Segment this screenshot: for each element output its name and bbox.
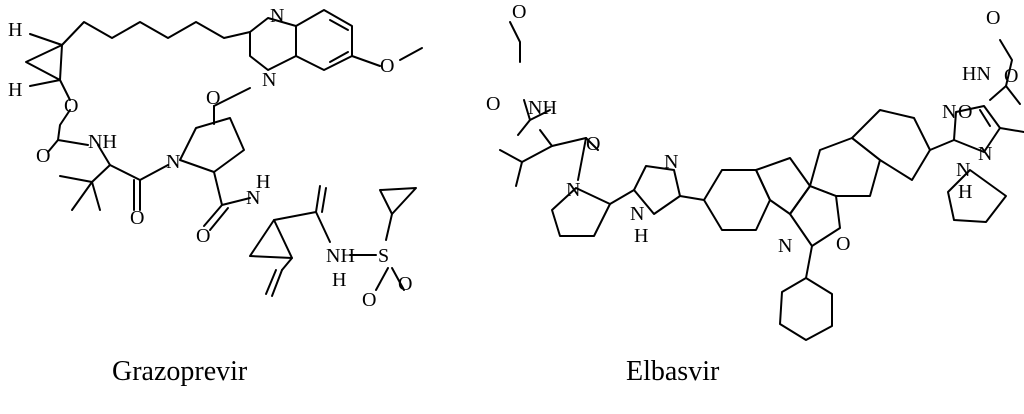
atom-n-pyrrolidine-r1: N [566,179,580,201]
atom-n-imidazole-r4: N [956,159,970,181]
atom-o-carbonyl: O [36,145,50,167]
atom-nh-r1: NH [528,97,557,119]
atom-n-imidazole-r3: N [942,101,956,123]
imidazole-ring-a [633,165,681,215]
caption-grazoprevir: Grazoprevir [112,356,248,387]
atom-o-carbamate-r1: O [486,93,500,115]
atom-nh-carbamate: NH [88,131,117,153]
atom-o-methoxy-r2: O [986,7,1000,29]
cyclopropane-ring-vinyl [249,219,293,259]
atom-n-indole: N [778,235,792,257]
oxazine-ring [789,185,841,247]
atom-o-oxazine: O [836,233,850,255]
benzene-ring-central [809,137,881,197]
pyrrolidine-ring-right-a [551,187,611,237]
atom-n-imidazole-r1: N [664,151,678,173]
atom-h-sulfonamide: H [332,269,346,291]
cyclopropane-ring-left [25,44,63,81]
caption-elbasvir: Elbasvir [626,356,720,387]
atom-o-ester: O [64,95,78,117]
atom-s: S [378,245,389,267]
atom-o-methoxy-r1: O [512,1,526,23]
atom-n-imidazole-r2: N [630,203,644,225]
atom-o-ether: O [206,87,220,109]
phenyl-ring [779,277,833,341]
imidazole-ring-b [953,105,1001,153]
grazoprevir-structure: H H O O NH N O N N O O N H O NH H S O O [8,5,423,311]
atom-n-pyrrolidine: N [166,151,180,173]
atom-h-1: H [8,19,22,41]
benzene-ring-phenyl-oxy [851,109,931,181]
atom-h-imidazole-r1: H [634,225,648,247]
atom-h-amide: H [256,171,270,193]
pyrrolidine-ring-right-b [947,169,1007,223]
atom-o-sulfonyl-2: O [398,273,412,295]
atom-h-imidazole-r2: H [958,181,972,203]
elbasvir-structure: O O NH O N N N H N O N N H N O HN O O [486,1,1024,341]
atom-n-quinoxaline-1: N [270,5,284,27]
atom-h-2: H [8,79,22,101]
atom-o-sulfonyl-1: O [362,289,376,311]
atom-hn-r2: HN [962,63,991,85]
cyclopropyl-sulfonyl [379,187,417,215]
atom-o-amide-r2: O [958,101,972,123]
atom-nh-sulfonamide: NH [326,245,355,267]
atom-o-amide: O [130,207,144,229]
atom-o-amide-r1: O [586,133,600,155]
atom-n-pyrrolidine-r2: N [978,143,992,165]
alkyl-chain [61,21,251,46]
quinoxaline-ring-b [295,9,353,71]
atom-o-amide-2: O [196,225,210,247]
atom-o-methoxy: O [380,55,394,77]
atom-n-quinoxaline-2: N [262,69,276,91]
atom-n-amide: N [246,187,260,209]
atom-o-carbamate-r2: O [1004,65,1018,87]
pyrrole-ring [755,157,811,215]
pyrrolidine-ring-left [179,117,245,173]
